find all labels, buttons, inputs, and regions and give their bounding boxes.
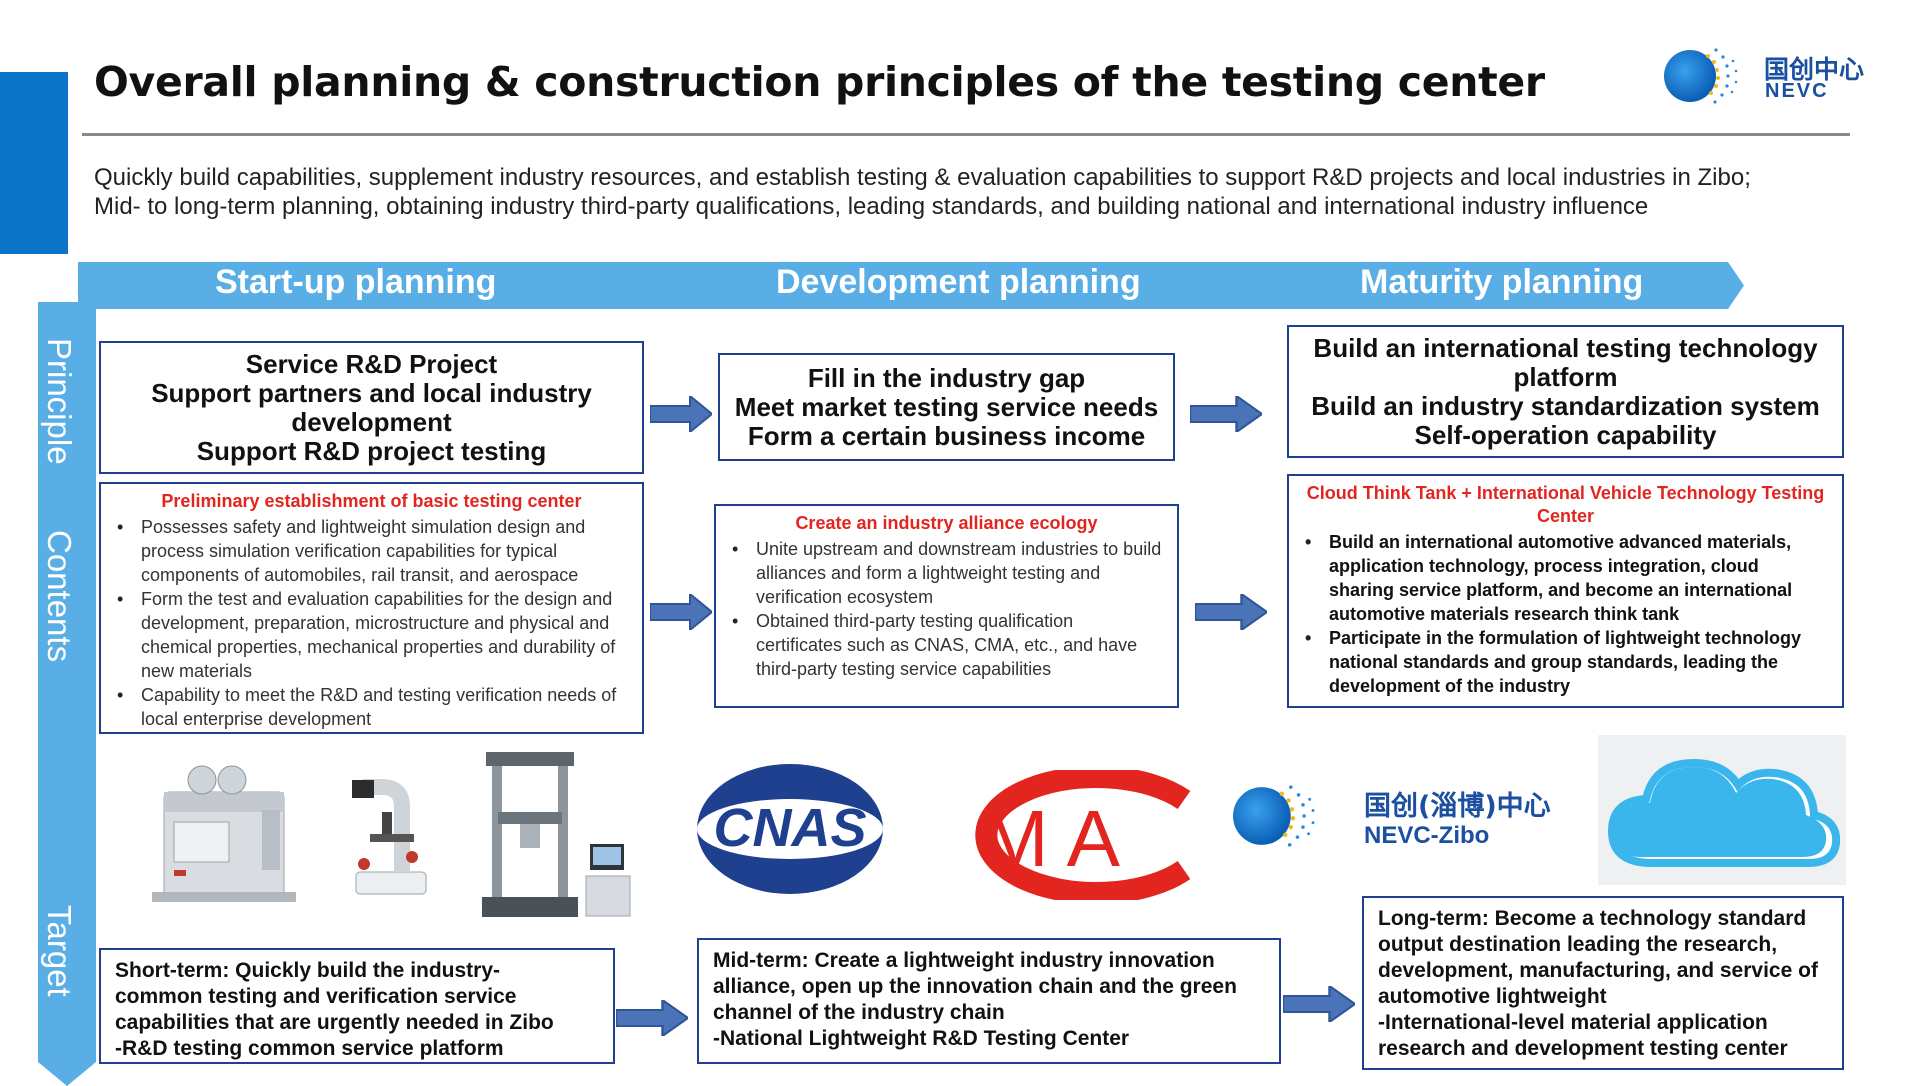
nevc-globe-icon — [1233, 785, 1315, 847]
nevc-zibo-logo: 国创(淄博)中心 NEVC-Zibo — [1228, 776, 1568, 856]
phase-band — [78, 262, 1744, 309]
target-line: capabilities that are urgently needed in… — [115, 1011, 554, 1034]
principle-line: Build an industry standardization system — [1311, 390, 1820, 421]
cma-text: MA — [982, 794, 1138, 883]
principle-line: Build an international testing technolog… — [1313, 332, 1818, 392]
nevc-logo: 国创中心 NEVC — [1660, 40, 1872, 112]
accent-bar — [0, 72, 68, 254]
contents-box-startup: Preliminary establishment of basic testi… — [99, 482, 644, 734]
principle-line: Support partners and local industry deve… — [151, 377, 592, 437]
contents-title: Preliminary establishment of basic testi… — [161, 491, 582, 511]
principle-box-development: Fill in the industry gap Meet market tes… — [718, 353, 1175, 461]
principle-line: Fill in the industry gap — [807, 362, 1086, 393]
cloud-icon — [1607, 758, 1841, 867]
arrow-right-icon — [1195, 594, 1267, 630]
contents-box-development: Create an industry alliance ecology Unit… — [714, 504, 1179, 708]
title-divider — [82, 133, 1850, 136]
target-line: Mid-term: Create a lightweight industry … — [713, 949, 1215, 972]
contents-title: Cloud Think Tank + International Vehicle… — [1306, 483, 1825, 526]
target-box-short-term: Short-term: Quickly build the industry- … — [99, 948, 615, 1064]
target-line: output destination leading the research, — [1378, 933, 1778, 956]
cma-logo: MA — [975, 770, 1190, 900]
nevc-zibo-cn: 国创(淄博)中心 — [1364, 791, 1551, 822]
contents-bullet: Unite upstream and downstream industries… — [732, 537, 1163, 609]
cloud-image — [1598, 735, 1846, 885]
contents-bullet: Build an international automotive advanc… — [1305, 530, 1828, 626]
row-label-contents: Contents — [41, 530, 78, 663]
target-line: Long-term: Become a technology standard — [1378, 907, 1807, 930]
target-line: -R&D testing common service platform — [115, 1037, 504, 1060]
contents-bullet: Form the test and evaluation capabilitie… — [117, 587, 628, 683]
row-label-target: Target — [41, 905, 78, 997]
principle-line: Form a certain business income — [747, 420, 1146, 451]
row-label-principle: Principle — [41, 338, 78, 465]
principle-box-maturity: Build an international testing technolog… — [1287, 325, 1844, 458]
contents-bullet: Capability to meet the R&D and testing v… — [117, 683, 628, 731]
contents-bullet: Possesses safety and lightweight simulat… — [117, 515, 628, 587]
microscope — [352, 779, 427, 895]
principle-box-startup: Service R&D Project Support partners and… — [99, 341, 644, 474]
target-line: -International-level material applicatio… — [1378, 1011, 1768, 1034]
target-line: development, manufacturing, and service … — [1378, 959, 1818, 982]
principle-line: Meet market testing service needs — [734, 391, 1159, 422]
phase-development: Development planning — [776, 263, 1141, 301]
row-band — [38, 302, 96, 1086]
target-box-mid-term: Mid-term: Create a lightweight industry … — [697, 938, 1281, 1064]
contents-bullet: Participate in the formulation of lightw… — [1305, 626, 1828, 698]
principle-line: Service R&D Project — [245, 348, 498, 379]
target-line: alliance, open up the innovation chain a… — [713, 975, 1237, 998]
cnas-text: CNAS — [713, 798, 866, 858]
phase-maturity: Maturity planning — [1360, 263, 1644, 301]
logo-cn-text: 国创中心 — [1764, 55, 1865, 84]
nevc-zibo-en: NEVC-Zibo — [1364, 822, 1490, 849]
intro-line-1: Quickly build capabilities, supplement i… — [94, 164, 1751, 191]
principle-line: Support R&D project testing — [196, 435, 547, 466]
contents-box-maturity: Cloud Think Tank + International Vehicle… — [1287, 474, 1844, 708]
analyzer-machine — [152, 765, 296, 902]
target-line: common testing and verification service — [115, 985, 517, 1008]
phase-startup: Start-up planning — [215, 263, 497, 301]
contents-title: Create an industry alliance ecology — [795, 513, 1098, 533]
cnas-logo: CNAS — [697, 764, 883, 894]
target-line: -National Lightweight R&D Testing Center — [713, 1027, 1130, 1050]
logo-en-text: NEVC — [1765, 80, 1829, 102]
arrow-right-icon — [650, 396, 712, 432]
tensile-testing-machine — [482, 752, 631, 917]
target-line: Short-term: Quickly build the industry- — [115, 959, 501, 982]
target-line: research and development testing center — [1378, 1037, 1788, 1060]
page-title: Overall planning & construction principl… — [94, 58, 1545, 106]
testing-equipment-image — [152, 752, 631, 917]
arrow-right-icon — [650, 594, 712, 630]
intro-line-2: Mid- to long-term planning, obtaining in… — [94, 193, 1649, 220]
target-box-long-term: Long-term: Become a technology standard … — [1362, 896, 1844, 1070]
contents-bullet: Obtained third-party testing qualificati… — [732, 609, 1163, 681]
target-line: channel of the industry chain — [713, 1001, 1005, 1024]
target-line: automotive lightweight — [1378, 985, 1607, 1008]
arrow-right-icon — [1283, 986, 1355, 1022]
arrow-right-icon — [616, 1000, 688, 1036]
principle-line: Self-operation capability — [1414, 419, 1717, 450]
nevc-globe-icon — [1664, 48, 1738, 104]
arrow-right-icon — [1190, 396, 1262, 432]
